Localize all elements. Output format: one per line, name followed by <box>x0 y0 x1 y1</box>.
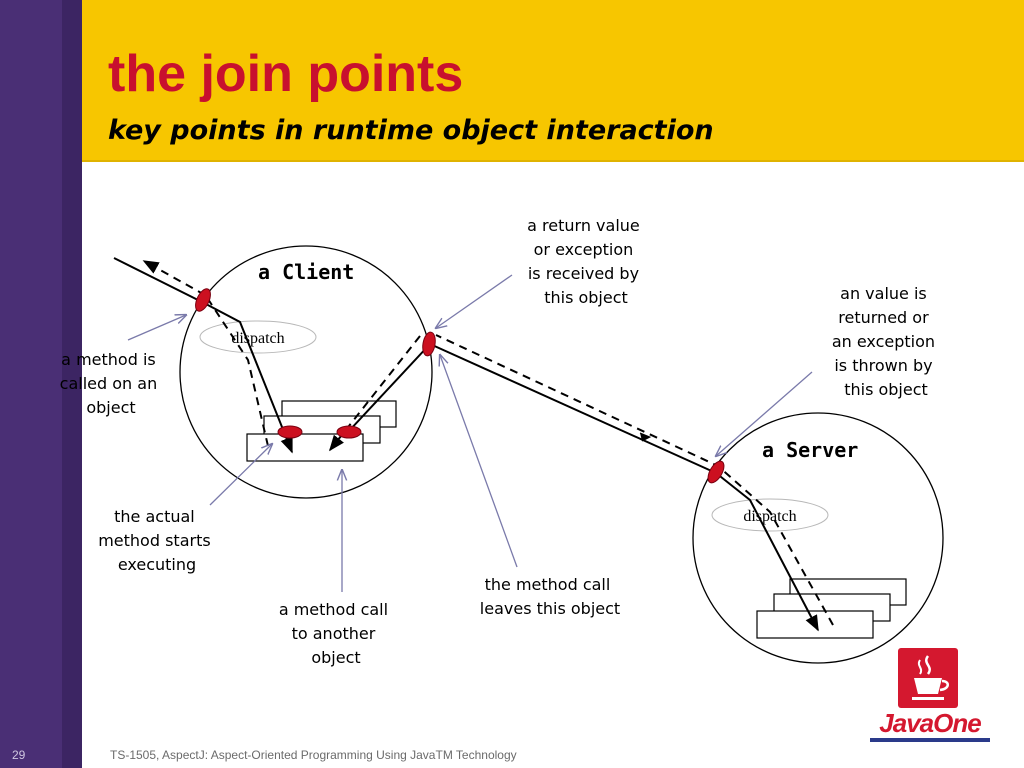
join-point-client-exit <box>422 331 436 357</box>
label-method-starts: the actual method starts executing <box>98 507 216 574</box>
client-dispatch: dispatch <box>199 320 317 354</box>
return-into-method-line <box>329 335 421 452</box>
banner-rule <box>82 160 1024 162</box>
client-return-path <box>205 295 269 447</box>
logo-tagline-bar <box>870 738 990 742</box>
return-arrowhead <box>639 432 652 442</box>
label-method-call-other: a method call to another object <box>279 600 393 667</box>
logo-wordmark: JavaOne <box>879 708 981 738</box>
server-label: a Server <box>762 438 858 462</box>
pointer-method-called <box>127 315 186 341</box>
label-call-leaves: the method call leaves this object <box>480 575 620 618</box>
pointer-value-returned <box>716 371 813 456</box>
client-label: a Client <box>258 260 354 284</box>
server-dispatch-call-line <box>715 472 819 632</box>
label-method-called: a method is called on an object <box>60 350 163 417</box>
join-point-method-execution <box>277 425 303 439</box>
pointer-method-starts <box>209 444 272 506</box>
pointer-call-leaves <box>440 355 518 568</box>
slide-subtitle: key points in runtime object interaction <box>108 115 714 146</box>
pointer-return-received <box>436 274 513 328</box>
client-to-server-call-line <box>429 343 717 474</box>
label-value-returned: an value is returned or an exception is … <box>832 284 940 399</box>
footer-text: TS-1505, AspectJ: Aspect-Oriented Progra… <box>110 748 517 762</box>
svg-text:dispatch: dispatch <box>743 508 796 525</box>
javaone-logo: JavaOne <box>870 648 990 744</box>
join-point-call-site <box>336 425 362 439</box>
page-number: 29 <box>12 748 26 762</box>
join-point-server-entry <box>707 460 725 484</box>
return-to-caller-line <box>142 260 206 296</box>
title-banner <box>82 0 1024 160</box>
sidebar-edge <box>62 0 82 768</box>
java-coffee-cup-icon <box>898 648 958 708</box>
slide-title: the join points <box>108 45 464 103</box>
svg-text:dispatch: dispatch <box>231 330 284 347</box>
incoming-call-line <box>113 257 205 304</box>
outgoing-call-line <box>347 343 431 433</box>
server-return-to-client-line <box>435 334 834 626</box>
server-dispatch: dispatch <box>711 498 829 532</box>
join-point-client-entry <box>195 288 211 312</box>
label-return-received: a return value or exception is received … <box>527 216 645 307</box>
client-dispatch-call-line <box>203 302 293 454</box>
